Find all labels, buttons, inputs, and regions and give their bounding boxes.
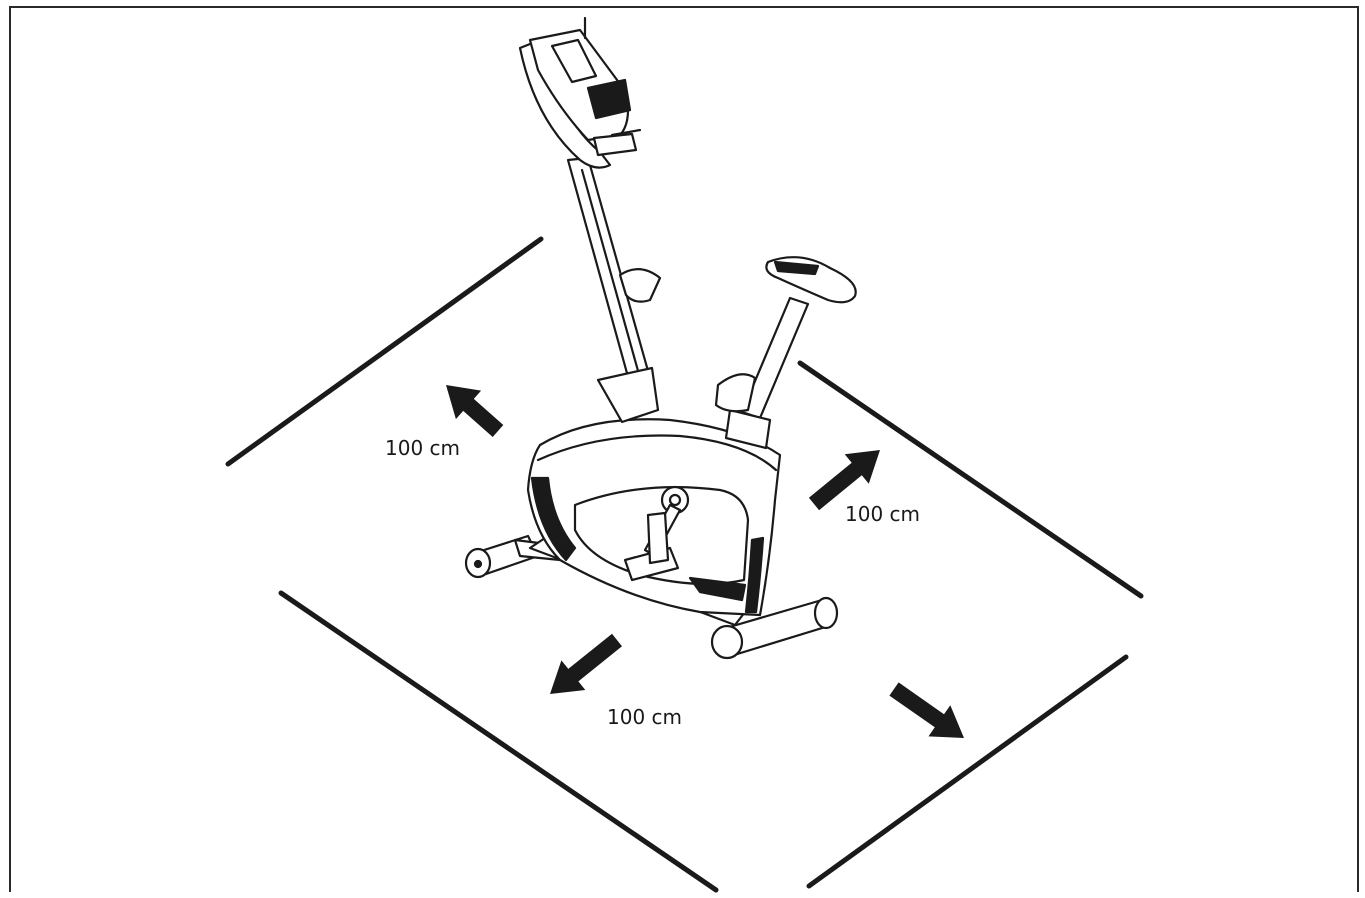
clearance-label-back: 100 cm	[385, 436, 460, 460]
seat-adjust-knob	[714, 373, 757, 413]
arrow-front-right-icon	[889, 682, 964, 738]
clearance-label-front: 100 cm	[607, 705, 682, 729]
housing-shade-lower	[688, 576, 747, 602]
boundary-line-front	[278, 590, 719, 893]
handlebar-tube-right	[610, 128, 642, 137]
handlebar-post-base	[596, 366, 660, 424]
seat-post	[740, 296, 810, 420]
handlebar-post-inner	[580, 168, 642, 380]
saddle-shade	[773, 260, 820, 276]
frame-border	[9, 6, 1359, 892]
crank-hub-center	[668, 493, 682, 507]
housing-top-band	[536, 434, 778, 472]
housing-shade-right	[744, 536, 765, 614]
arrows-group	[446, 385, 964, 738]
front-stabilizer-left-cap	[710, 624, 744, 660]
bottle-holder	[618, 268, 662, 303]
seat-post-collar	[724, 408, 772, 450]
rear-stabilizer-bolt	[473, 559, 483, 569]
boundary-line-front-right	[806, 654, 1129, 889]
housing-shade-front	[530, 476, 577, 562]
boundary-line-back	[225, 236, 544, 467]
handlebar-grip	[592, 132, 638, 157]
console-display	[550, 38, 598, 84]
arrow-back-left-icon	[446, 385, 504, 437]
arrow-back-right-icon	[808, 450, 880, 511]
exercise-bike-illustration	[464, 16, 857, 660]
console-panel	[586, 78, 632, 120]
pedal-strap	[646, 511, 670, 565]
clearance-label-right: 100 cm	[845, 502, 920, 526]
boundary-line-right	[797, 360, 1144, 599]
arrow-front-left-icon	[550, 633, 622, 694]
housing-inner-panel	[573, 486, 750, 586]
front-stabilizer-right-cap	[813, 596, 839, 630]
